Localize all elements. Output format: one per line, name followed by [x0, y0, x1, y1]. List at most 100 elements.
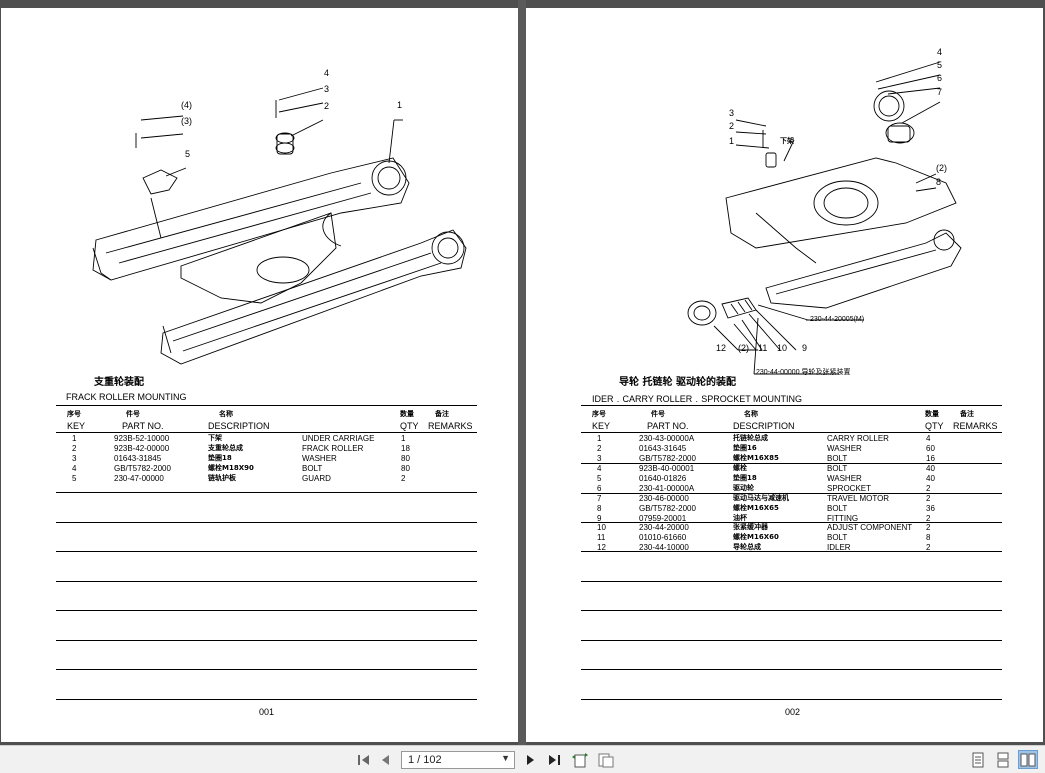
cell-part: 923B-42-00000 [114, 444, 170, 453]
header-qty: QTY [400, 421, 419, 431]
section-title-cn: 导轮 托链轮 驱动轮的装配 [619, 377, 736, 388]
cell-part: 07959-20001 [639, 514, 687, 523]
cell-description: WASHER [827, 474, 862, 483]
cell-name-cn: 下架 [208, 434, 222, 442]
page-number-select[interactable]: 1 / 102 ▼ [401, 751, 515, 769]
table-rule [56, 610, 477, 611]
cell-key: 3 [72, 454, 77, 463]
cell-key: 3 [597, 454, 602, 463]
cell-description: BOLT [827, 533, 848, 542]
cell-description: WASHER [302, 454, 337, 463]
cell-description: TRAVEL MOTOR [827, 494, 890, 503]
page-indicator: 1 / 102 [408, 754, 442, 766]
idler-sprocket-drawing [687, 61, 962, 375]
cell-part: 230-44-20000 [639, 523, 689, 532]
cell-key: 1 [72, 434, 77, 443]
cell-name-cn: 螺栓M16X60 [733, 533, 779, 541]
document-page-left: (4) (3) 5 4 3 2 1 支重轮装配 FRACK ROLLER MOU… [1, 8, 518, 742]
cell-name-cn: 驱动轮 [733, 484, 754, 492]
cell-name-cn: 螺栓 [733, 464, 747, 472]
document-viewport[interactable]: (4) (3) 5 4 3 2 1 支重轮装配 FRACK ROLLER MOU… [0, 0, 1045, 745]
table-rule [56, 669, 477, 670]
cell-key: 9 [597, 514, 602, 523]
header-name-cn: 名称 [744, 410, 758, 418]
cell-qty: 18 [401, 444, 410, 453]
cell-description: SPROCKET [827, 484, 872, 493]
header-qty-cn: 数量 [400, 410, 414, 418]
page-number: 002 [785, 707, 801, 717]
cell-key: 6 [597, 484, 602, 493]
callout-label: (2) [936, 163, 947, 173]
cell-part: 01643-31845 [114, 454, 162, 463]
cell-key: 12 [597, 543, 606, 552]
callout-label: 5 [937, 60, 943, 70]
first-page-icon[interactable] [354, 750, 374, 769]
cell-qty: 2 [926, 523, 931, 532]
cell-qty: 8 [926, 533, 931, 542]
cell-part: 923B-52-10000 [114, 434, 170, 443]
prev-page-icon[interactable] [376, 750, 396, 769]
drawing-label: 230-44-00000 导轮及张紧装置 [756, 369, 851, 376]
cell-description: WASHER [827, 444, 862, 453]
cell-key: 2 [597, 444, 602, 453]
header-name-cn: 名称 [219, 410, 233, 418]
cell-name-cn: 螺栓M16X85 [733, 454, 779, 462]
cell-description: ADJUST COMPONENT [827, 523, 913, 532]
cell-qty: 80 [401, 454, 410, 463]
table-rule [581, 581, 1002, 582]
header-part: PART NO. [122, 421, 164, 431]
callout-label: 8 [936, 177, 942, 187]
table-rule [581, 640, 1002, 641]
two-page-view-icon[interactable] [1018, 750, 1038, 769]
cell-key: 1 [597, 434, 602, 443]
callout-label: 7 [937, 87, 943, 97]
cell-part: 01643-31645 [639, 444, 687, 453]
cell-description: BOLT [827, 504, 848, 513]
table-rule [56, 522, 477, 523]
table-rule [581, 551, 1002, 552]
callout-label: 4 [324, 68, 330, 78]
cell-part: 01640-01826 [639, 474, 687, 483]
cell-qty: 36 [926, 504, 935, 513]
cell-part: 923B-40-00001 [639, 464, 695, 473]
continuous-view-icon[interactable] [993, 750, 1013, 769]
section-title: IDER﹒CARRY ROLLER﹒SPROCKET MOUNTING [592, 394, 803, 404]
cell-key: 7 [597, 494, 602, 503]
cell-key: 2 [72, 444, 77, 453]
header-remarks: REMARKS [953, 421, 998, 431]
cell-key: 4 [72, 464, 77, 473]
callout-label: (4) [181, 100, 192, 110]
last-page-icon[interactable] [544, 750, 564, 769]
callout-label: 5 [185, 149, 191, 159]
cell-part: 230-47-00000 [114, 474, 164, 483]
cell-description: GUARD [302, 474, 331, 483]
cell-qty: 40 [926, 464, 935, 473]
cell-part: GB/T5782-2000 [639, 454, 696, 463]
table-rule [581, 699, 1002, 700]
fit-page-icon[interactable] [596, 750, 616, 769]
cell-description: IDLER [827, 543, 851, 552]
callout-label: 3 [324, 84, 330, 94]
next-page-icon[interactable] [520, 750, 540, 769]
cell-description: BOLT [827, 464, 848, 473]
cell-key: 10 [597, 523, 606, 532]
fit-width-icon[interactable] [570, 750, 590, 769]
single-page-view-icon[interactable] [968, 750, 988, 769]
cell-name-cn: 螺栓M16X65 [733, 504, 779, 512]
document-page-right: 4 5 6 7 3 2 1 (2) 8 12 (2) 11 10 9 下架 23… [526, 8, 1043, 742]
drawing-label: 下架 [780, 137, 794, 145]
cell-name-cn: 导轮总成 [733, 543, 761, 551]
header-part-cn: 件号 [126, 410, 140, 418]
header-part: PART NO. [647, 421, 689, 431]
table-rule [581, 493, 1002, 494]
header-description: DESCRIPTION [208, 421, 270, 431]
header-key: KEY [67, 421, 86, 431]
table-rule [56, 432, 477, 433]
table-rule [581, 522, 1002, 523]
table-rule [56, 492, 477, 493]
cell-qty: 60 [926, 444, 935, 453]
cell-qty: 1 [401, 434, 406, 443]
cell-name-cn: 张紧缓冲器 [733, 523, 768, 531]
cell-key: 5 [72, 474, 77, 483]
cell-qty: 4 [926, 434, 931, 443]
